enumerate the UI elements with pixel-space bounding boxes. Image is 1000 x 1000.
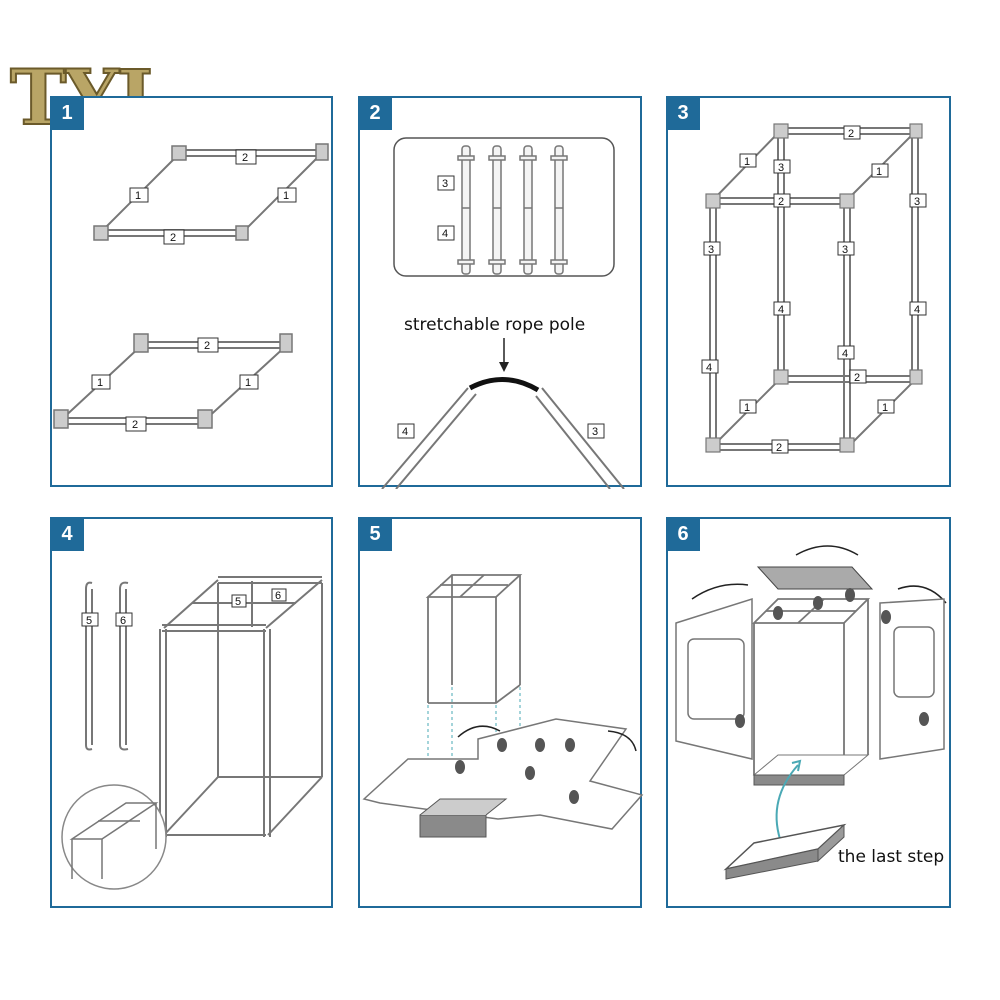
last-step-caption: the last step bbox=[838, 847, 944, 867]
vent-icon bbox=[455, 738, 579, 804]
svg-text:3: 3 bbox=[778, 162, 784, 174]
part-label: 2 1 3 1 3 2 3 3 4 4 4 4 2 1 1 2 bbox=[701, 125, 927, 454]
connector-icon bbox=[705, 123, 923, 453]
svg-text:1: 1 bbox=[135, 190, 141, 202]
step-panel-2: 2 3 4 stretchable rope pole 4 3 bbox=[358, 96, 642, 489]
svg-text:3: 3 bbox=[914, 196, 920, 208]
part-label: 3 4 bbox=[437, 175, 455, 241]
cover-placement-diagram bbox=[362, 574, 644, 838]
svg-text:2: 2 bbox=[776, 442, 782, 454]
step-number: 4 bbox=[50, 517, 84, 551]
step-panel-4: 4 5 6 5 6 bbox=[50, 517, 333, 908]
part-label: 2 1 1 2 bbox=[129, 149, 297, 245]
step-number: 1 bbox=[50, 96, 84, 130]
svg-text:1: 1 bbox=[744, 156, 750, 168]
support-bars bbox=[85, 581, 129, 751]
arrow-icon bbox=[607, 730, 637, 752]
rope-pole-icon bbox=[468, 377, 540, 393]
svg-text:2: 2 bbox=[242, 152, 248, 164]
tray-icon bbox=[419, 814, 487, 838]
step-panel-5: 5 bbox=[358, 517, 644, 908]
step-panel-3: 3 2 1 3 1 3 2 3 3 4 bbox=[666, 96, 951, 487]
pole-ends bbox=[381, 387, 625, 489]
svg-text:1: 1 bbox=[283, 190, 289, 202]
top-cover-icon bbox=[756, 566, 874, 590]
support-bar-diagram: 5 6 5 6 bbox=[61, 576, 323, 890]
tray-icon bbox=[753, 774, 845, 786]
connector-icon bbox=[93, 143, 329, 241]
step-panel-1: 1 2 1 1 2 2 bbox=[50, 96, 333, 487]
svg-text:3: 3 bbox=[442, 178, 448, 190]
tent-frame bbox=[425, 574, 523, 704]
svg-text:5: 5 bbox=[235, 596, 241, 608]
zoom-detail-circle bbox=[61, 784, 167, 890]
step-number: 2 bbox=[358, 96, 392, 130]
svg-text:5: 5 bbox=[86, 615, 92, 627]
svg-text:4: 4 bbox=[402, 426, 408, 438]
connector-icon bbox=[53, 333, 293, 429]
svg-text:4: 4 bbox=[842, 348, 848, 360]
svg-text:3: 3 bbox=[592, 426, 598, 438]
arrow-icon bbox=[795, 545, 859, 556]
svg-text:3: 3 bbox=[708, 244, 714, 256]
tent-frame bbox=[159, 576, 323, 837]
svg-text:4: 4 bbox=[914, 304, 920, 316]
vent-icon bbox=[735, 588, 929, 728]
svg-text:1: 1 bbox=[245, 377, 251, 389]
svg-text:3: 3 bbox=[842, 244, 848, 256]
svg-text:1: 1 bbox=[744, 402, 750, 414]
part-label: 4 3 bbox=[397, 423, 605, 439]
step-number: 3 bbox=[666, 96, 700, 130]
svg-text:1: 1 bbox=[876, 166, 882, 178]
svg-text:4: 4 bbox=[778, 304, 784, 316]
tent-cover bbox=[362, 718, 644, 830]
svg-text:4: 4 bbox=[706, 362, 712, 374]
base-frame-diagram: 2 1 1 2 2 1 1 2 bbox=[53, 143, 329, 432]
part-label: 5 6 bbox=[81, 612, 133, 627]
arrow-icon bbox=[457, 725, 501, 738]
part-label: 5 6 bbox=[231, 588, 287, 608]
part-label: 2 1 1 2 bbox=[91, 337, 259, 432]
svg-text:1: 1 bbox=[97, 377, 103, 389]
svg-text:2: 2 bbox=[778, 196, 784, 208]
svg-text:2: 2 bbox=[170, 232, 176, 244]
arrow-icon bbox=[775, 764, 799, 840]
svg-text:6: 6 bbox=[275, 590, 281, 602]
svg-text:6: 6 bbox=[120, 615, 126, 627]
svg-text:1: 1 bbox=[882, 402, 888, 414]
full-frame-diagram: 2 1 3 1 3 2 3 3 4 4 4 4 2 1 1 2 bbox=[701, 123, 927, 454]
step-number: 6 bbox=[666, 517, 700, 551]
svg-text:2: 2 bbox=[204, 340, 210, 352]
pole-connection-diagram: 3 4 stretchable rope pole 4 3 bbox=[381, 137, 625, 489]
step-panel-6: 6 the last step bbox=[666, 517, 951, 908]
svg-text:2: 2 bbox=[848, 128, 854, 140]
svg-text:2: 2 bbox=[854, 372, 860, 384]
svg-text:2: 2 bbox=[132, 419, 138, 431]
rope-pole-caption: stretchable rope pole bbox=[404, 315, 585, 335]
tent-frame bbox=[751, 598, 871, 775]
arrow-icon bbox=[691, 583, 749, 600]
final-assembly-diagram: the last step bbox=[675, 545, 947, 880]
pole-pieces bbox=[457, 145, 568, 275]
svg-text:4: 4 bbox=[442, 228, 448, 240]
step-number: 5 bbox=[358, 517, 392, 551]
